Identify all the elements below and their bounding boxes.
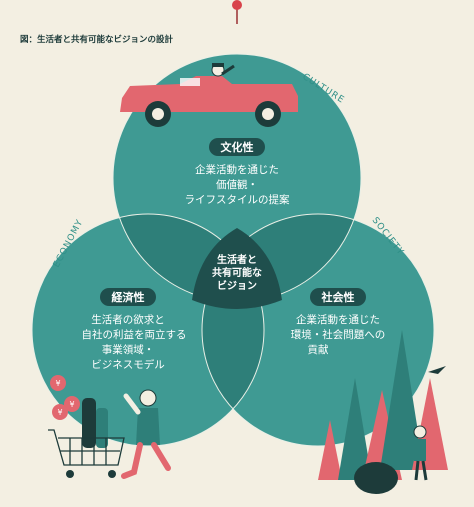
- bird-icon: [428, 366, 446, 374]
- driver-arm: [221, 64, 235, 76]
- shopper-leg-1: [121, 442, 143, 479]
- title-economy: 経済性: [112, 290, 145, 304]
- forest-illustration: [318, 330, 448, 494]
- coin-icon-1: [50, 375, 66, 391]
- pill-society: [310, 288, 366, 306]
- center-text: 生活者と 共有可能な ビジョン: [212, 253, 262, 292]
- hiker-body: [414, 439, 426, 461]
- tent-icon: [354, 462, 398, 494]
- tree-icon-4: [380, 330, 424, 470]
- culture-line-1: 企業活動を通じた: [195, 163, 279, 176]
- culture-line-2: 価値観・: [216, 178, 258, 191]
- hiker-leg-1: [414, 460, 420, 481]
- cart-wheel-1: [66, 470, 74, 478]
- center-line-3: ビジョン: [217, 279, 257, 292]
- body-economy: 生活者の欲求と 自社の利益を両立する 事業領域・ ビジネスモデル: [82, 313, 187, 371]
- bottle-icon-1: [82, 398, 96, 448]
- cart-wheel-2: [108, 470, 116, 478]
- yen-icon-2: ¥: [69, 400, 74, 409]
- yen-icon-3: ¥: [57, 408, 62, 417]
- society-line-1: 企業活動を通じた: [296, 313, 380, 326]
- pill-culture: [209, 138, 265, 156]
- society-line-3: 貢献: [308, 343, 329, 356]
- cart-icon: [48, 429, 125, 466]
- shopper-leg-2: [151, 442, 171, 471]
- yen-icon-1: ¥: [55, 379, 60, 388]
- body-culture: 企業活動を通じた 価値観・ ライフスタイルの提案: [185, 163, 290, 206]
- driver-hat: [212, 63, 224, 67]
- title-culture: 文化性: [221, 140, 254, 154]
- shopper-head-icon: [139, 389, 157, 407]
- society-line-2: 環境・社会問題への: [291, 328, 386, 341]
- center-line-2: 共有可能な: [212, 266, 262, 279]
- car-illustration: [120, 63, 298, 127]
- culture-line-3: ライフスタイルの提案: [185, 193, 290, 206]
- economy-line-3: 事業領域・: [102, 343, 155, 356]
- title-society: 社会性: [321, 290, 355, 304]
- pill-economy: [100, 288, 156, 306]
- tree-icon-2: [338, 378, 372, 480]
- shopping-illustration: ¥ ¥ ¥: [48, 375, 171, 479]
- car-windshield: [180, 78, 200, 86]
- coin-icon-3: [52, 404, 68, 420]
- center-region: [192, 228, 282, 309]
- hiker-leg-2: [421, 460, 428, 481]
- coin-icon-2: [64, 396, 80, 412]
- tree-icon-1: [318, 420, 342, 480]
- body-society: 企業活動を通じた 環境・社会問題への 貢献: [291, 313, 386, 356]
- economy-line-4: ビジネスモデル: [91, 358, 165, 371]
- hiker-head-icon: [413, 425, 427, 439]
- economy-line-1: 生活者の欲求と: [91, 313, 165, 326]
- shopper-body: [136, 408, 160, 445]
- shopper-arm: [123, 393, 141, 415]
- economy-line-2: 自社の利益を両立する: [82, 328, 187, 341]
- center-line-1: 生活者と: [217, 253, 257, 266]
- pin-icon: [232, 0, 242, 10]
- figure-title: 図：生活者と共有可能なビジョンの設計: [20, 34, 174, 45]
